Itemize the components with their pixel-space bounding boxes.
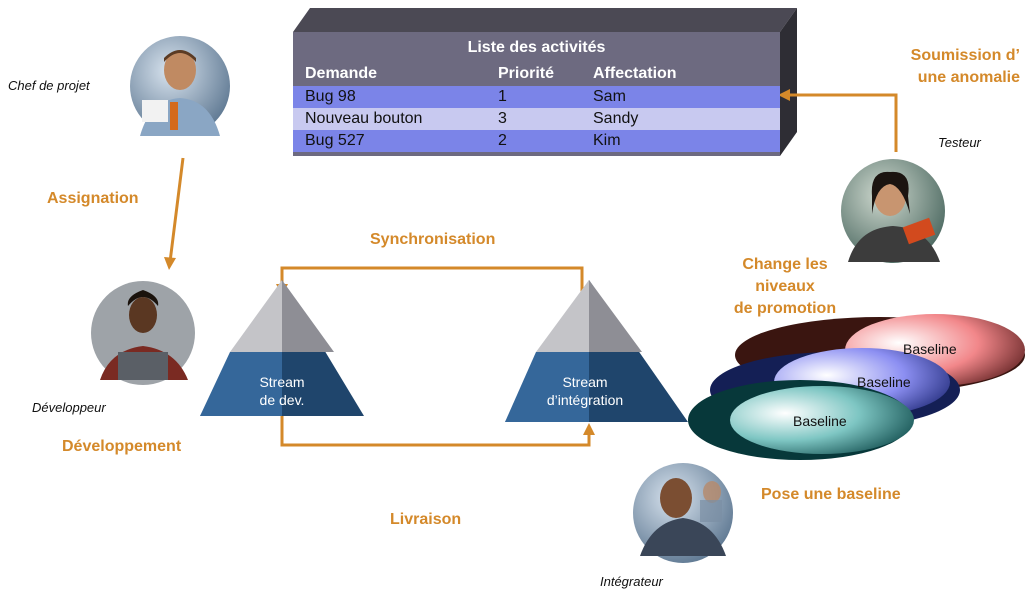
photo-chef-de-projet xyxy=(130,36,230,136)
arrowhead-assignation xyxy=(164,257,176,270)
pyramid-dev xyxy=(200,280,364,416)
cell-priorite: 1 xyxy=(498,88,507,105)
table-row: Bug 527 2 Kim xyxy=(293,130,780,152)
cell-affectation: Sam xyxy=(593,88,626,105)
role-developpeur: Développeur xyxy=(32,400,106,415)
label-pose-baseline: Pose une baseline xyxy=(761,486,901,503)
table-title: Liste des activités xyxy=(467,39,606,56)
baseline-label-bottom: Baseline xyxy=(793,413,847,429)
activity-table: Liste des activités Demande Priorité Aff… xyxy=(293,32,780,156)
arrow-livraison xyxy=(280,412,591,447)
baseline-label-top: Baseline xyxy=(903,341,957,357)
stream-dev-line1: Stream xyxy=(259,374,305,390)
table-row: Bug 98 1 Sam xyxy=(293,86,780,108)
cell-demande: Nouveau bouton xyxy=(305,110,423,127)
header-affectation: Affectation xyxy=(593,65,677,82)
role-integrateur: Intégrateur xyxy=(600,574,663,589)
baseline-stack xyxy=(688,314,1025,460)
label-change-line1: Change les xyxy=(742,256,828,273)
stream-dev-line2: de dev. xyxy=(259,392,305,408)
cell-affectation: Sandy xyxy=(593,110,639,127)
label-developpement: Développement xyxy=(62,438,182,455)
table-row: Nouveau bouton 3 Sandy xyxy=(293,108,780,130)
label-assignation: Assignation xyxy=(47,190,139,207)
header-demande: Demande xyxy=(305,65,378,82)
pyramid-int xyxy=(505,280,688,422)
photo-integrateur xyxy=(633,463,733,563)
label-synchronisation: Synchronisation xyxy=(370,231,496,248)
stream-int-line2: d’intégration xyxy=(546,392,624,408)
baseline-label-middle: Baseline xyxy=(857,374,911,390)
arrowhead-livraison xyxy=(583,423,595,435)
cell-affectation: Kim xyxy=(593,132,621,149)
photo-testeur xyxy=(841,159,945,263)
stream-int-label: Stream d’intégration xyxy=(530,373,640,409)
flow-arrows xyxy=(168,93,898,447)
arrow-synchronisation xyxy=(280,266,584,296)
cell-demande: Bug 527 xyxy=(305,132,365,149)
photo-developpeur xyxy=(91,281,195,385)
cell-demande: Bug 98 xyxy=(305,88,356,105)
label-change-niveaux: Change les niveaux de promotion xyxy=(720,254,850,320)
role-testeur: Testeur xyxy=(938,135,981,150)
activity-table-3d-frame xyxy=(293,8,797,156)
cell-priorite: 2 xyxy=(498,132,507,149)
stream-int-line1: Stream xyxy=(562,374,608,390)
arrow-assignation xyxy=(168,157,185,263)
role-chef-de-projet: Chef de projet xyxy=(8,78,90,93)
label-soumission: Soumission d’ une anomalie xyxy=(910,47,1020,86)
arrowhead-soumission xyxy=(778,89,790,101)
cell-priorite: 3 xyxy=(498,110,507,127)
label-change-line2: niveaux xyxy=(755,278,815,295)
stream-dev-label: Stream de dev. xyxy=(232,373,332,409)
header-priorite: Priorité xyxy=(498,65,555,82)
arrow-soumission xyxy=(786,93,898,152)
label-livraison: Livraison xyxy=(390,511,462,528)
label-change-line3: de promotion xyxy=(733,300,837,317)
